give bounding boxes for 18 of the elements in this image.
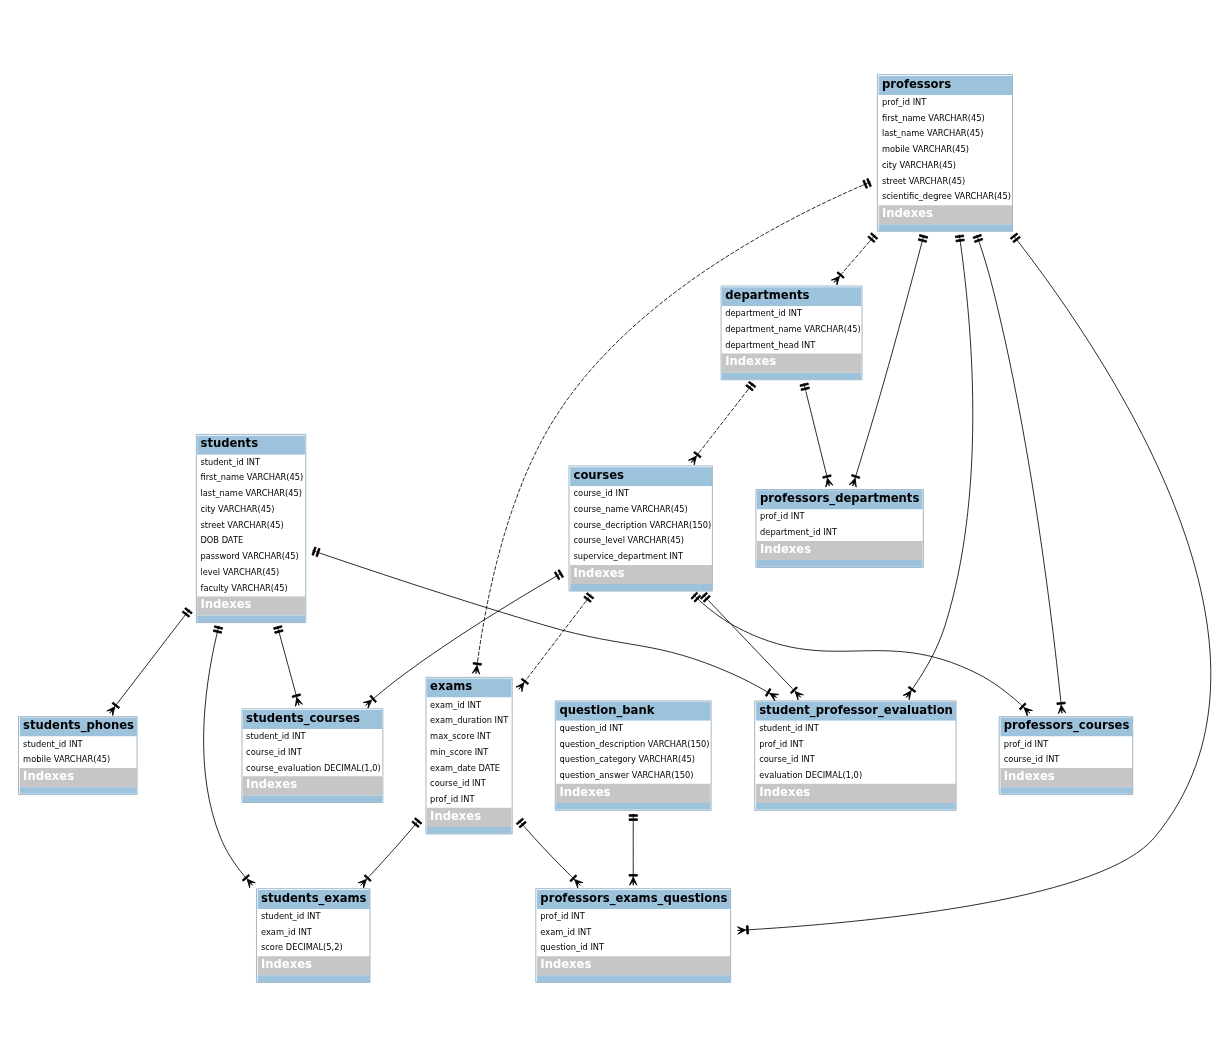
connector — [628, 812, 638, 886]
connector — [362, 568, 564, 709]
connector — [515, 591, 595, 692]
connector — [687, 380, 757, 465]
connector — [203, 624, 256, 888]
connector — [848, 233, 929, 487]
connector — [471, 177, 872, 675]
connector — [699, 591, 804, 700]
connector — [972, 233, 1067, 714]
connector — [357, 816, 423, 888]
connector — [736, 232, 1211, 935]
connector — [830, 231, 879, 285]
connector — [106, 606, 193, 716]
connector — [902, 233, 974, 700]
connector — [273, 624, 303, 707]
connector — [799, 382, 834, 487]
connector — [690, 591, 1033, 716]
connector — [515, 817, 584, 888]
